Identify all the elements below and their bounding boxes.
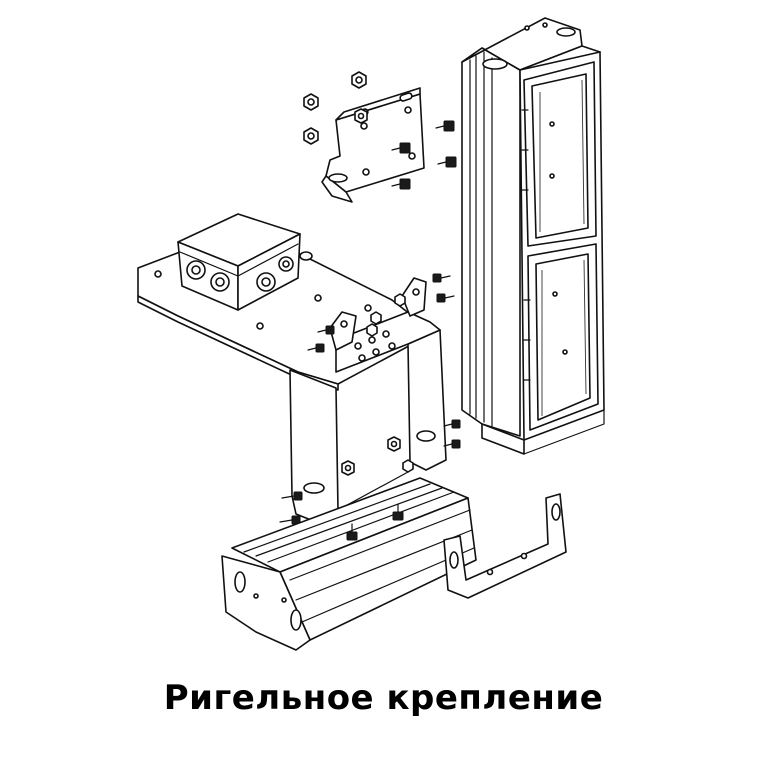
horizontal-luminaire-drawing (222, 478, 476, 650)
caption-title: Ригельное крепление (163, 678, 604, 718)
bolt-nut-drawing (304, 72, 456, 189)
l-bracket-drawing (444, 494, 566, 598)
junction-box-drawing (178, 214, 312, 310)
bolt-nut-drawing (280, 274, 460, 524)
vertical-luminaire-drawing (462, 18, 604, 454)
